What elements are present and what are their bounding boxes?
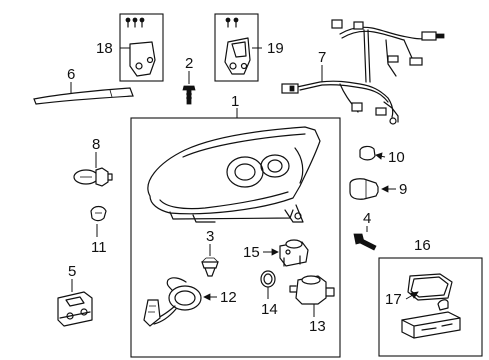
callout-8[interactable]: 8	[92, 136, 100, 153]
wiring-harness[interactable]	[281, 19, 445, 125]
repair-bracket-kit-19-box	[214, 13, 259, 82]
repair-bracket-kit-18[interactable]	[125, 17, 156, 77]
callout-19[interactable]: 19	[267, 40, 284, 57]
push-clip[interactable]	[201, 257, 219, 277]
repair-bracket-kit-19[interactable]	[224, 17, 251, 75]
callout-9[interactable]: 9	[399, 181, 407, 198]
signal-bulb[interactable]	[349, 178, 379, 200]
leader-arrowheads	[203, 152, 419, 301]
leveling-motor[interactable]	[289, 275, 335, 305]
callout-17[interactable]: 17	[385, 291, 402, 308]
ballast-kit[interactable]	[401, 299, 461, 339]
ballast-kit-box	[378, 257, 483, 357]
small-bulb[interactable]	[359, 145, 376, 161]
callout-4[interactable]: 4	[363, 210, 371, 227]
callout-11[interactable]: 11	[91, 239, 107, 256]
bolt[interactable]	[182, 85, 196, 105]
headlamp-group-box	[130, 117, 341, 358]
repair-bracket-kit-18-box	[119, 13, 164, 82]
callout-10[interactable]: 10	[388, 149, 405, 166]
wedge-bulb[interactable]	[90, 205, 107, 222]
callout-15[interactable]: 15	[243, 244, 260, 261]
leader-lines	[70, 47, 419, 317]
callout-1[interactable]: 1	[231, 93, 239, 110]
callout-18[interactable]: 18	[96, 40, 113, 57]
callout-5[interactable]: 5	[68, 263, 76, 280]
callout-14[interactable]: 14	[261, 301, 278, 318]
callout-13[interactable]: 13	[309, 318, 326, 335]
halogen-bulb[interactable]	[73, 167, 113, 187]
socket[interactable]	[279, 239, 309, 267]
callout-16[interactable]: 16	[414, 237, 431, 254]
callout-6[interactable]: 6	[67, 66, 75, 83]
callout-2[interactable]: 2	[185, 55, 193, 72]
bulb-socket[interactable]	[143, 277, 202, 327]
trim-strip[interactable]	[33, 87, 134, 105]
headlamp-assembly[interactable]	[147, 126, 321, 223]
o-ring[interactable]	[260, 270, 276, 288]
callout-7[interactable]: 7	[318, 49, 326, 66]
callout-3[interactable]: 3	[206, 228, 214, 245]
gasket[interactable]	[407, 273, 453, 301]
callout-12[interactable]: 12	[220, 289, 237, 306]
bolt[interactable]	[353, 233, 377, 251]
mounting-bracket[interactable]	[57, 291, 93, 327]
